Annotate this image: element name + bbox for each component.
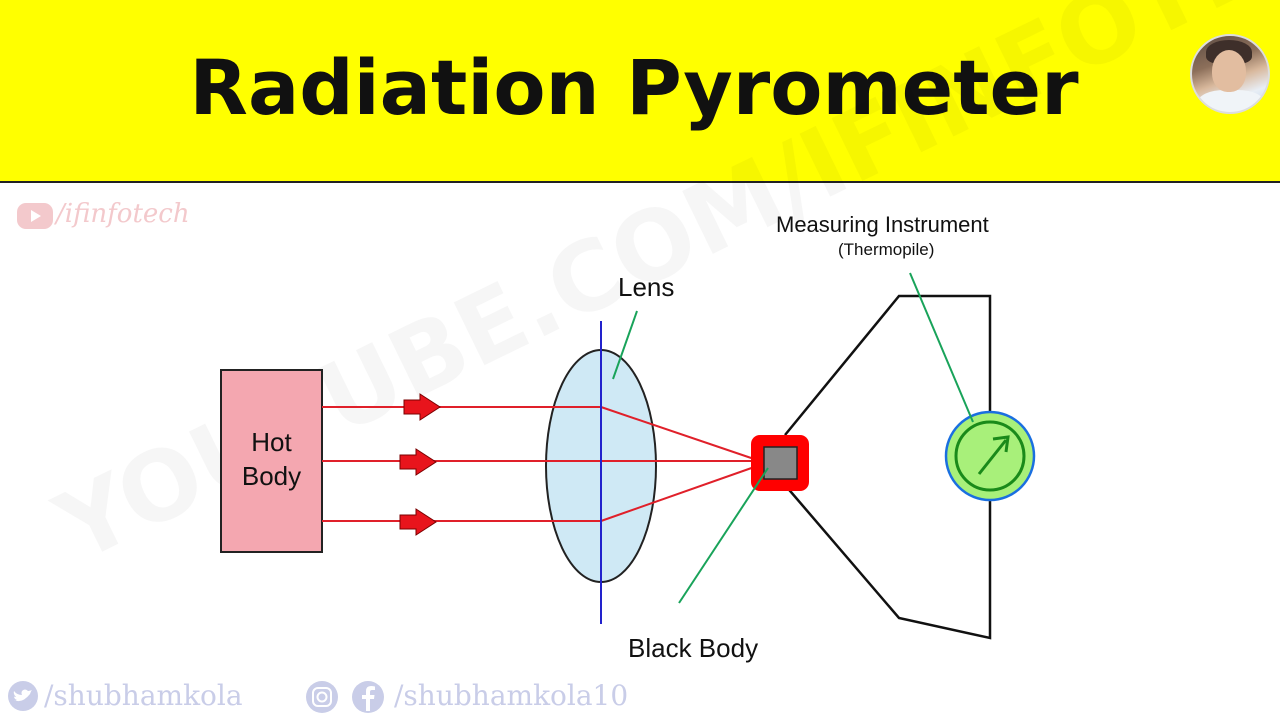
lens-label: Lens bbox=[618, 272, 675, 302]
avatar-face bbox=[1212, 50, 1246, 92]
hot-body-label: Hot Body bbox=[221, 425, 322, 493]
hot-body-label-line2: Body bbox=[241, 461, 302, 491]
arrow-icon bbox=[399, 508, 437, 536]
lens-pointer bbox=[612, 310, 638, 380]
hot-body-box bbox=[220, 369, 323, 553]
title-banner: Radiation Pyrometer bbox=[0, 0, 1280, 183]
black-body-core bbox=[763, 446, 798, 480]
pyrometer-diagram: YOUTUBE.COM/IFINFOTECH /ifinfotech bbox=[0, 183, 1280, 720]
instrument-label: Measuring Instrument bbox=[776, 212, 989, 237]
meter-needle-head bbox=[992, 435, 1010, 453]
channel-avatar bbox=[1190, 34, 1270, 114]
meter-outer bbox=[944, 410, 1036, 502]
instrument-pointer bbox=[909, 272, 974, 423]
youtube-icon bbox=[17, 203, 53, 229]
ray-top-converging bbox=[600, 406, 761, 462]
diagram-canvas bbox=[220, 272, 1036, 640]
twitter-handle: /shubhamkola bbox=[44, 679, 243, 712]
facebook-icon bbox=[352, 681, 384, 713]
avatar-shirt bbox=[1198, 90, 1264, 112]
instagram-icon bbox=[306, 681, 338, 713]
black-body-label: Black Body bbox=[628, 633, 759, 663]
arrow-icon bbox=[399, 448, 437, 476]
social-handle: /shubhamkola10 bbox=[394, 679, 629, 712]
twitter-icon bbox=[8, 681, 38, 711]
arrow-icon bbox=[403, 393, 441, 421]
channel-handle-watermark: /ifinfotech bbox=[56, 199, 190, 229]
hot-body-label-line1: Hot bbox=[251, 427, 292, 457]
meter-needle bbox=[977, 439, 1008, 475]
ray-bottom-converging bbox=[600, 464, 761, 522]
page-title: Radiation Pyrometer bbox=[189, 43, 1079, 132]
black-body-pointer bbox=[678, 467, 769, 604]
meter-ring bbox=[954, 420, 1026, 492]
instrument-sublabel: (Thermopile) bbox=[838, 240, 935, 259]
